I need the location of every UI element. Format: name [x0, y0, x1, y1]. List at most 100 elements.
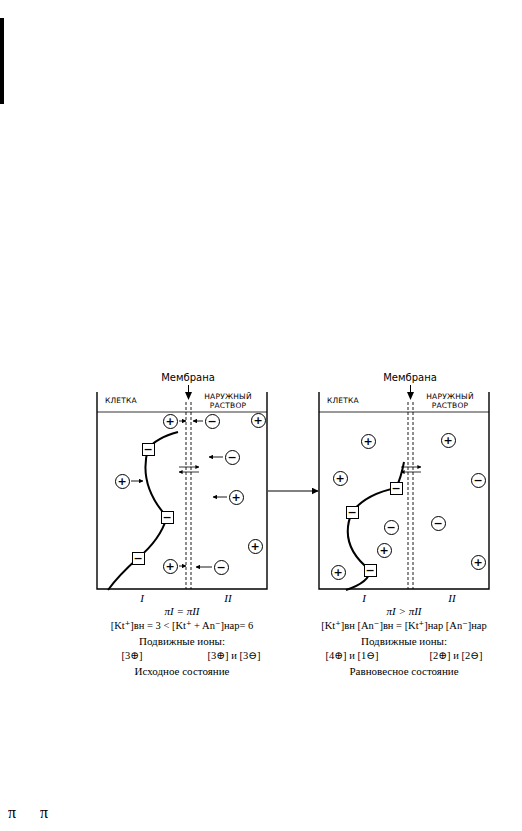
membrane-line	[413, 402, 414, 589]
charge-sign: +	[250, 541, 259, 552]
formula-text: πI = πII	[165, 605, 200, 618]
formula-text: [3⊕]	[121, 650, 142, 663]
mobile-ion: −	[431, 516, 446, 531]
membrane-line	[191, 402, 192, 589]
formula-text: Подвижные ионы:	[139, 635, 225, 648]
charge-sign: −	[162, 512, 171, 523]
formula-text: π	[40, 804, 48, 822]
mobile-ion: +	[163, 414, 178, 429]
charge-sign: −	[365, 565, 374, 576]
fixed-charge: −	[390, 482, 403, 495]
mobile-ion: +	[115, 474, 130, 489]
compartment-name: КЛЕТКА	[327, 397, 387, 406]
fixed-charge: −	[161, 511, 174, 524]
mobile-ion: +	[229, 490, 244, 505]
mobile-ion: −	[205, 414, 220, 429]
formula-text: I	[362, 592, 366, 605]
membrane-pointer-head	[407, 392, 414, 400]
membrane-line	[408, 402, 409, 589]
ion-arrow	[213, 497, 227, 498]
charge-sign: +	[335, 473, 344, 484]
mobile-ion: +	[471, 555, 486, 570]
formula-text: II	[448, 592, 455, 605]
formula-text: [Kt⁺]вн [An⁻]вн = [Kt⁺]нар [An⁻]нар	[321, 620, 486, 633]
ion-arrow	[196, 567, 212, 568]
beaker-compartment: КЛЕТКА НАРУЖНЫЙ РАСТВОР + − + − − + + − + − + −	[96, 392, 268, 590]
fixed-charge: −	[132, 552, 145, 565]
charge-sign: −	[473, 475, 482, 486]
mobile-ion: +	[163, 559, 178, 574]
formula-text: Подвижные ионы:	[361, 635, 447, 648]
liquid-level	[319, 412, 489, 413]
mobile-ion: +	[248, 539, 263, 554]
compartment-name: КЛЕТКА	[105, 397, 165, 406]
beaker-outline	[96, 392, 268, 590]
mobile-ion: +	[361, 434, 376, 449]
charge-sign: +	[333, 567, 342, 578]
formula-text: [Kt⁺]вн = 3 < [Kt⁺ + An⁻]нар= 6	[111, 620, 254, 633]
charge-sign: −	[133, 553, 142, 564]
margin-bar	[0, 18, 4, 104]
charge-sign: +	[253, 415, 262, 426]
charge-sign: +	[363, 436, 372, 447]
charge-sign: −	[433, 518, 442, 529]
charge-sign: −	[143, 444, 152, 455]
formula-text: [3⊕] и [3⊖]	[208, 650, 261, 663]
exchange-arrow	[401, 472, 421, 473]
polymer-chain	[108, 432, 178, 590]
formula-text: π	[8, 804, 16, 822]
fixed-charge: −	[346, 506, 359, 519]
beaker-compartment: КЛЕТКАНАРУЖНЫЙ РАСТВОР++−+−−−−+−++	[318, 392, 490, 590]
formula-text: Равновесное состояние	[349, 665, 458, 678]
fixed-charge: −	[364, 564, 377, 577]
membrane-label: Мембрана	[383, 372, 437, 384]
formula-text: [2⊕] и [2⊖]	[430, 650, 483, 663]
charge-sign: +	[165, 416, 174, 427]
mobile-ion: +	[331, 565, 346, 580]
membrane-label: Мембрана	[161, 372, 215, 384]
mobile-ion: +	[377, 543, 392, 558]
formula-text: Исходное состояние	[135, 665, 230, 678]
mobile-ion: −	[384, 520, 399, 535]
mobile-ion: +	[251, 413, 266, 428]
beaker-wall	[319, 392, 489, 589]
charge-sign: +	[165, 561, 174, 572]
exchange-arrow	[179, 467, 199, 468]
beaker-outline	[318, 392, 490, 590]
charge-sign: +	[443, 435, 452, 446]
formula-text: [4⊕] и [1⊖]	[326, 650, 379, 663]
charge-sign: +	[379, 545, 388, 556]
beaker-wall	[97, 392, 267, 589]
charge-sign: +	[473, 557, 482, 568]
mobile-ion: −	[214, 560, 229, 575]
mobile-ion: +	[441, 433, 456, 448]
mobile-ion: +	[333, 471, 348, 486]
ion-arrow	[131, 481, 143, 482]
exchange-arrow	[179, 472, 199, 473]
membrane-line	[186, 402, 187, 589]
membrane-pointer-head	[185, 392, 192, 400]
mobile-ion: −	[471, 473, 486, 488]
charge-sign: +	[231, 492, 240, 503]
ion-arrow	[209, 457, 223, 458]
charge-sign: −	[227, 452, 236, 463]
polymer-chain	[346, 462, 404, 590]
ion-arrow	[193, 421, 203, 422]
fixed-charge: −	[142, 443, 155, 456]
charge-sign: −	[391, 483, 400, 494]
ion-arrow	[179, 566, 186, 567]
formula-text: I	[140, 592, 144, 605]
charge-sign: −	[347, 507, 356, 518]
charge-sign: −	[216, 562, 225, 573]
charge-sign: −	[207, 416, 216, 427]
formula-text: II	[224, 592, 231, 605]
mobile-ion: −	[225, 450, 240, 465]
transition-arrow	[268, 491, 318, 492]
compartment-name: НАРУЖНЫЙ РАСТВОР	[420, 393, 480, 410]
charge-sign: +	[117, 476, 126, 487]
charge-sign: −	[386, 522, 395, 533]
compartment-name: НАРУЖНЫЙ РАСТВОР	[198, 393, 258, 410]
liquid-level	[97, 412, 267, 413]
formula-text: πI > πII	[387, 605, 422, 618]
